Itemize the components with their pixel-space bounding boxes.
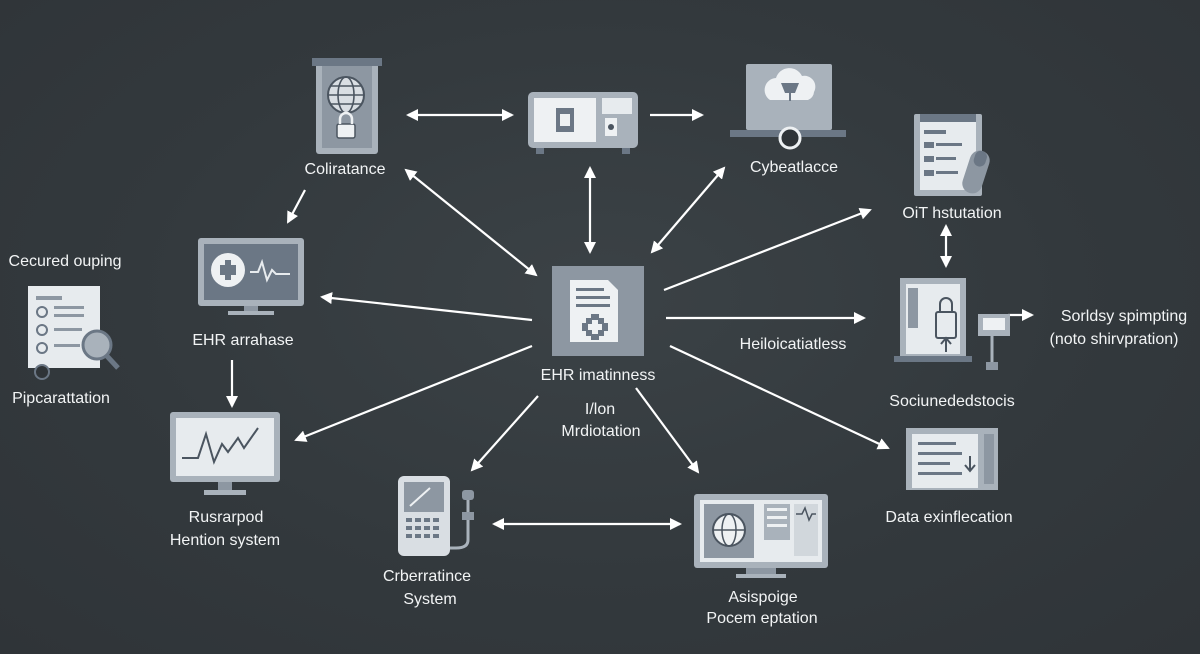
document-magnifier-icon [28, 286, 120, 380]
label-sorldsy-line2: (noto shirvpration) [1049, 331, 1179, 348]
arrow-center-ehrdb [320, 292, 533, 322]
arrow-coliratance-center [404, 168, 538, 277]
report-document-icon [906, 428, 998, 490]
label-ehr-arrahase: EHR arrahase [192, 332, 294, 349]
arrow-center-heartbeat [294, 344, 533, 442]
label-oit-hstutation: OiT hstutation [902, 205, 1002, 222]
medical-monitor-icon [198, 238, 304, 315]
arrow-center-oit [663, 208, 872, 292]
arrow-coliratance-ehrdb [287, 189, 306, 224]
label-asispoige-line2: Pocem eptation [706, 610, 818, 627]
label-rusrarpod-line1: Rusrarpod [188, 509, 264, 526]
arrow-center-tablet [470, 395, 539, 472]
clipboard-tablet-icon [914, 114, 990, 196]
arrow-cloud-center [650, 166, 726, 254]
label-heiloicatiatless: Heiloicatiatless [739, 336, 847, 353]
label-cybeatlacce: Cybeatlacce [749, 159, 839, 176]
label-data-exinflecation: Data exinflecation [885, 509, 1013, 526]
label-sorldsy-line1: Sorldsy spimpting [1060, 308, 1188, 325]
label-rusrarpod-line2: Hention system [169, 532, 281, 549]
arrow-center-globe-desktop [635, 387, 700, 474]
arrow-center-report [669, 345, 890, 450]
label-mrdiotation-line1: I/lon [584, 401, 616, 418]
ehr-document-icon [552, 266, 644, 356]
label-ehr-imatinness: EHR imatinness [540, 367, 656, 384]
label-cecured-ouping: Cecured ouping [8, 253, 122, 270]
label-crberratince-line2: System [403, 591, 457, 608]
globe-desktop-icon [694, 494, 828, 578]
globe-lock-icon [312, 58, 382, 154]
label-mrdiotation-line2: Mrdiotation [561, 423, 641, 440]
heartbeat-monitor-icon [170, 412, 280, 495]
label-pipcarattation: Pipcarattation [12, 390, 110, 407]
label-coliratance: Coliratance [304, 161, 386, 178]
tablet-device-icon [398, 476, 474, 556]
label-crberratince-line1: Crberratince [382, 568, 472, 585]
cloud-laptop-icon [730, 64, 846, 150]
lock-terminal-icon [894, 278, 1010, 370]
document-screen-icon [528, 92, 638, 154]
label-asispoige-line1: Asispoige [728, 589, 798, 606]
label-sociunededstocis: Sociunededstocis [889, 393, 1015, 410]
